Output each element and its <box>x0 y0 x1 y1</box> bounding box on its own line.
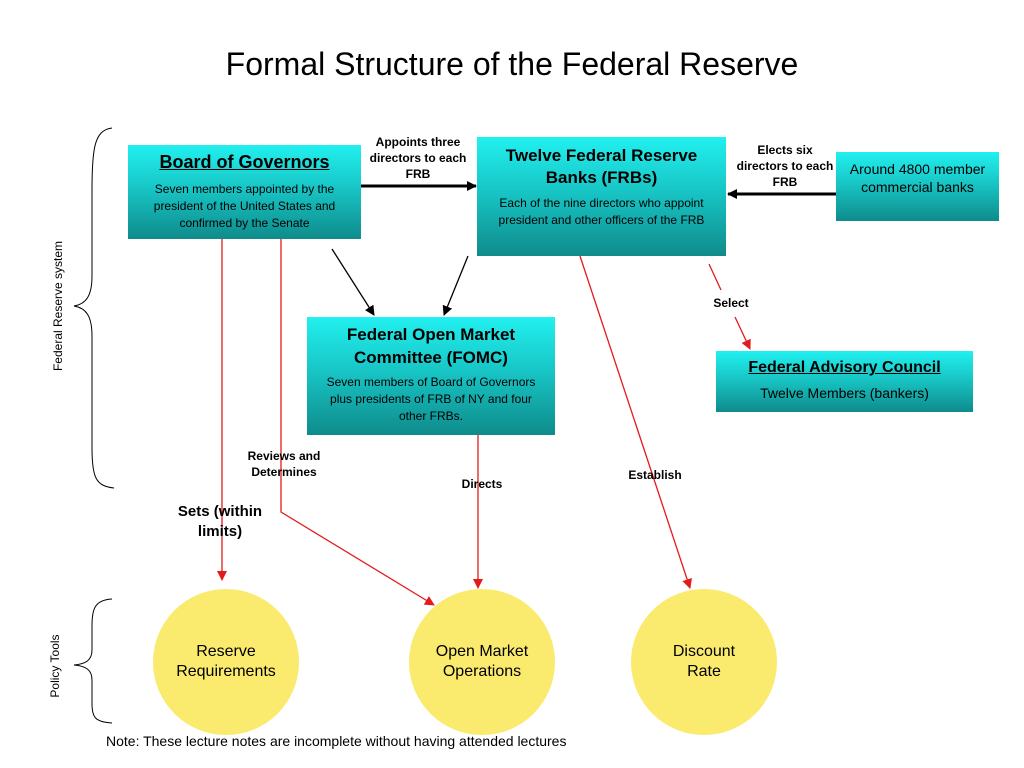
advisory-title: Federal Advisory Council <box>748 359 941 376</box>
establish-label: Establish <box>628 468 682 482</box>
fomc-title: Federal Open Market Committee (FOMC) <box>346 325 516 367</box>
open-market-operations-circle: Open Market Operations <box>409 589 555 735</box>
fomc-description: Seven members of Board of Governors plus… <box>326 375 536 423</box>
advisory-description: Twelve Members (bankers) <box>760 385 929 401</box>
frbs-description: Each of the nine directors who appoint p… <box>498 196 705 227</box>
appoints-label: Appoints three directors to each FRB <box>369 135 467 181</box>
board-of-governors-box: Board of Governors Seven members appoint… <box>128 145 361 239</box>
establish-arrow <box>579 255 692 589</box>
system-brace <box>73 127 115 489</box>
board-description: Seven members appointed by the president… <box>153 182 336 230</box>
frbs-to-fomc-arrow <box>442 255 469 316</box>
tools-brace <box>73 598 113 724</box>
select-label: Select <box>713 296 749 310</box>
sets-label: Sets (within limits) <box>177 503 263 540</box>
directs-label: Directs <box>461 477 503 491</box>
frbs-title: Twelve Federal Reserve Banks (FRBs) <box>505 146 698 187</box>
page-title: Formal Structure of the Federal Reserve <box>225 46 799 82</box>
frbs-box: Twelve Federal Reserve Banks (FRBs) Each… <box>477 137 726 256</box>
member-banks-text: Around 4800 member commercial banks <box>849 161 986 195</box>
reviews-label: Reviews and Determines <box>247 449 321 479</box>
fomc-box: Federal Open Market Committee (FOMC) Sev… <box>307 317 555 435</box>
board-to-fomc-arrow <box>331 248 375 316</box>
footnote: Note: These lecture notes are incomplete… <box>106 733 567 749</box>
select-arrow <box>734 316 751 350</box>
reviews-arrow <box>280 239 435 606</box>
member-banks-box: Around 4800 member commercial banks <box>836 152 999 221</box>
advisory-council-box: Federal Advisory Council Twelve Members … <box>716 351 973 412</box>
select-line-upper <box>708 263 722 291</box>
elects-label: Elects six directors to each FRB <box>736 143 834 189</box>
policy-tools-label: Policy Tools <box>48 634 62 698</box>
federal-reserve-system-label: Federal Reserve system <box>51 240 65 372</box>
discount-rate-circle: Discount Rate <box>631 589 777 735</box>
reserve-requirements-circle: Reserve Requirements <box>153 589 299 735</box>
board-title: Board of Governors <box>159 152 330 172</box>
